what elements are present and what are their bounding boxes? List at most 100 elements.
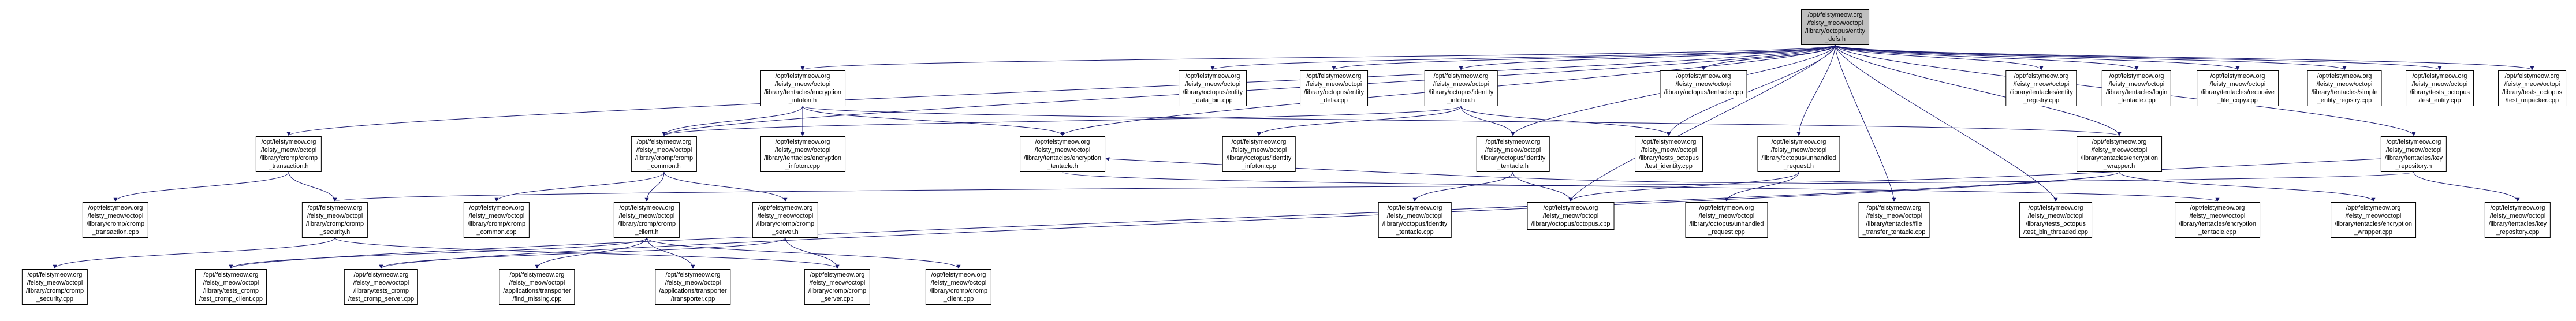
graph-node-identity-tentacle-cpp[interactable]: /opt/feistymeow.org/feisty_meow/octopi/l… xyxy=(1378,202,1452,238)
graph-node-identity-infoton-h[interactable]: /opt/feistymeow.org/feisty_meow/octopi/l… xyxy=(1424,70,1498,106)
graph-node-encryption-tentacle-cpp[interactable]: /opt/feistymeow.org/feisty_meow/octopi/l… xyxy=(2175,202,2260,238)
graph-node-cromp-transaction-cpp[interactable]: /opt/feistymeow.org/feisty_meow/octopi/l… xyxy=(82,202,149,238)
node-label-line: /test_identity.cpp xyxy=(1645,163,1693,170)
node-label-line: /library/tentacles/encryption xyxy=(2179,221,2256,227)
node-label-line: _infoton.h xyxy=(788,97,817,104)
graph-node-unhandled-request-h[interactable]: /opt/feistymeow.org/feisty_meow/octopi/l… xyxy=(1757,136,1840,172)
node-label-line: /opt/feistymeow.org xyxy=(27,271,83,278)
node-label-line: /opt/feistymeow.org xyxy=(1771,139,1826,145)
node-label-line: /feisty_meow/octopi xyxy=(2489,212,2546,219)
node-label-line: /feisty_meow/octopi xyxy=(2189,212,2246,219)
node-label-line: /feisty_meow/octopi xyxy=(665,279,721,286)
node-label-line: /feisty_meow/octopi xyxy=(1184,81,1241,88)
graph-node-cromp-server-h[interactable]: /opt/feistymeow.org/feisty_meow/octopi/l… xyxy=(752,202,819,238)
node-label-line: /opt/feistymeow.org xyxy=(2412,73,2467,80)
node-label-line: _tentacle.cpp xyxy=(2198,229,2236,236)
graph-node-login-tentacle-cpp[interactable]: /opt/feistymeow.org/feisty_meow/octopi/l… xyxy=(2101,70,2172,106)
node-label-line: /feisty_meow/octopi xyxy=(1770,147,1827,154)
graph-node-entity-data-bin-cpp[interactable]: /opt/feistymeow.org/feisty_meow/octopi/l… xyxy=(1179,70,1247,106)
node-label-line: /opt/feistymeow.org xyxy=(810,271,865,278)
node-label-line: /library/cromp/cromp xyxy=(617,221,676,227)
graph-node-encryption-infoton-h[interactable]: /opt/feistymeow.org/feisty_meow/octopi/l… xyxy=(760,70,845,106)
node-label-line: /opt/feistymeow.org xyxy=(307,204,363,211)
node-label-line: /library/tentacles/key xyxy=(2488,221,2547,227)
node-label-line: /feisty_meow/octopi xyxy=(2316,81,2373,88)
node-label-line: /opt/feistymeow.org xyxy=(931,271,986,278)
node-label-line: /library/octopus/identity xyxy=(1382,221,1448,227)
node-label-line: /feisty_meow/octopi xyxy=(2013,81,2070,88)
graph-node-cromp-security-cpp[interactable]: /opt/feistymeow.org/feisty_meow/octopi/l… xyxy=(21,269,88,305)
node-label-line: /applications/transporter xyxy=(659,288,727,294)
graph-node-transporter-cpp[interactable]: /opt/feistymeow.org/feisty_meow/octopi/a… xyxy=(655,269,731,305)
graph-node-cromp-client-cpp[interactable]: /opt/feistymeow.org/feisty_meow/octopi/l… xyxy=(925,269,992,305)
graph-node-encryption-wrapper-h[interactable]: /opt/feistymeow.org/feisty_meow/octopi/l… xyxy=(2077,136,2162,172)
graph-node-identity-tentacle-h[interactable]: /opt/feistymeow.org/feisty_meow/octopi/l… xyxy=(1476,136,1550,172)
node-label-line: /opt/feistymeow.org xyxy=(2490,204,2545,211)
graph-node-find-missing-cpp[interactable]: /opt/feistymeow.org/feisty_meow/octopi/a… xyxy=(499,269,575,305)
graph-node-cromp-common-cpp[interactable]: /opt/feistymeow.org/feisty_meow/octopi/l… xyxy=(463,202,530,238)
graph-node-unhandled-request-cpp[interactable]: /opt/feistymeow.org/feisty_meow/octopi/l… xyxy=(1685,202,1768,238)
node-label-line: /opt/feistymeow.org xyxy=(2092,139,2147,145)
node-label-line: /feisty_meow/octopi xyxy=(2504,81,2560,88)
node-label-line: /feisty_meow/octopi xyxy=(2209,81,2266,88)
graph-node-recursive-file-copy-cpp[interactable]: /opt/feistymeow.org/feisty_meow/octopi/l… xyxy=(2197,70,2279,106)
graph-node-encryption-tentacle-h[interactable]: /opt/feistymeow.org/feisty_meow/octopi/l… xyxy=(1020,136,1105,172)
graph-node-cromp-transaction-h[interactable]: /opt/feistymeow.org/feisty_meow/octopi/l… xyxy=(255,136,322,172)
graph-node-key-repository-h[interactable]: /opt/feistymeow.org/feisty_meow/octopi/l… xyxy=(2380,136,2447,172)
graph-node-entity-registry-cpp[interactable]: /opt/feistymeow.org/feisty_meow/octopi/l… xyxy=(2005,70,2077,106)
node-label-line: /library/tentacles/key xyxy=(2384,155,2443,162)
graph-node-test-identity-cpp[interactable]: /opt/feistymeow.org/feisty_meow/octopi/l… xyxy=(1635,136,1703,172)
node-label-line: /opt/feistymeow.org xyxy=(1231,139,1287,145)
node-label-line: /library/tentacles/encryption xyxy=(1024,155,1101,162)
graph-node-test-entity-cpp[interactable]: /opt/feistymeow.org/feisty_meow/octopi/l… xyxy=(2406,70,2474,106)
node-label-line: _repository.h xyxy=(2395,163,2432,170)
node-label-line: _tentacle.h xyxy=(1497,163,1529,170)
node-label-line: /opt/feistymeow.org xyxy=(2190,204,2245,211)
graph-node-entity-defs-h[interactable]: /opt/feistymeow.org/feisty_meow/octopi/l… xyxy=(1801,9,1869,45)
node-label-line: /library/cromp/cromp xyxy=(635,155,694,162)
node-label-line: /opt/feistymeow.org xyxy=(2210,73,2265,80)
graph-node-file-transfer-tentacle-cpp[interactable]: /opt/feistymeow.org/feisty_meow/octopi/l… xyxy=(1858,202,1930,238)
graph-node-test-cromp-server-cpp[interactable]: /opt/feistymeow.org/feisty_meow/octopi/l… xyxy=(344,269,419,305)
node-label-line: /library/tests_octopus xyxy=(1639,155,1699,162)
node-label-line: /feisty_meow/octopi xyxy=(1542,212,1599,219)
graph-node-key-repository-cpp[interactable]: /opt/feistymeow.org/feisty_meow/octopi/l… xyxy=(2484,202,2551,238)
graph-node-cromp-client-h[interactable]: /opt/feistymeow.org/feisty_meow/octopi/l… xyxy=(613,202,680,238)
node-label-line: /library/tests_cromp xyxy=(203,288,259,294)
graph-node-entity-defs-cpp[interactable]: /opt/feistymeow.org/feisty_meow/octopi/l… xyxy=(1300,70,1368,106)
node-label-line: /feisty_meow/octopi xyxy=(509,279,565,286)
node-label-line: /library/tentacles/recursive xyxy=(2201,89,2275,96)
graph-node-cromp-server-cpp[interactable]: /opt/feistymeow.org/feisty_meow/octopi/l… xyxy=(804,269,871,305)
node-label-line: /feisty_meow/octopi xyxy=(2091,147,2148,154)
node-label-line: /opt/feistymeow.org xyxy=(2028,204,2083,211)
graph-node-encryption-infoton-cpp[interactable]: /opt/feistymeow.org/feisty_meow/octopi/l… xyxy=(760,136,845,172)
node-label-line: _infoton.cpp xyxy=(785,163,820,170)
graph-node-simple-entity-registry-cpp[interactable]: /opt/feistymeow.org/feisty_meow/octopi/l… xyxy=(2307,70,2382,106)
node-label-line: /feisty_meow/octopi xyxy=(1386,212,1443,219)
node-label-line: /opt/feistymeow.org xyxy=(1543,204,1598,211)
graph-node-cromp-security-h[interactable]: /opt/feistymeow.org/feisty_meow/octopi/l… xyxy=(301,202,368,238)
graph-node-encryption-wrapper-cpp[interactable]: /opt/feistymeow.org/feisty_meow/octopi/l… xyxy=(2331,202,2416,238)
node-label-line: /opt/feistymeow.org xyxy=(1866,204,1922,211)
graph-node-test-bin-threaded-cpp[interactable]: /opt/feistymeow.org/feisty_meow/octopi/l… xyxy=(2019,202,2092,238)
node-label-line: _client.h xyxy=(635,229,659,236)
graph-node-cromp-common-h[interactable]: /opt/feistymeow.org/feisty_meow/octopi/l… xyxy=(631,136,698,172)
node-label-line: /feisty_meow/octopi xyxy=(1641,147,1697,154)
graph-node-test-cromp-client-cpp[interactable]: /opt/feistymeow.org/feisty_meow/octopi/l… xyxy=(195,269,267,305)
node-label-line: /opt/feistymeow.org xyxy=(619,204,674,211)
node-label-line: /feisty_meow/octopi xyxy=(260,147,317,154)
node-label-line: _server.h xyxy=(772,229,799,236)
node-label-line: /opt/feistymeow.org xyxy=(88,204,143,211)
node-label-line: /opt/feistymeow.org xyxy=(775,139,830,145)
node-label-line: /library/octopus/identity xyxy=(1428,89,1494,96)
graph-node-identity-infoton-cpp[interactable]: /opt/feistymeow.org/feisty_meow/octopi/l… xyxy=(1222,136,1296,172)
node-label-line: /feisty_meow/octopi xyxy=(618,212,675,219)
node-label-line: _defs.cpp xyxy=(1320,97,1348,104)
graph-node-octopus-cpp[interactable]: /opt/feistymeow.org/feisty_meow/octopi/l… xyxy=(1527,202,1615,230)
graph-node-test-unpacker-cpp[interactable]: /opt/feistymeow.org/feisty_meow/octopi/l… xyxy=(2498,70,2566,106)
node-label-line: _defs.h xyxy=(1824,36,1846,43)
node-label-line: /library/tentacles/encryption xyxy=(764,89,841,96)
graph-node-tentacle-cpp[interactable]: /opt/feistymeow.org/feisty_meow/octopi/l… xyxy=(1660,70,1747,98)
node-label-line: /library/octopus/unhandled xyxy=(1761,155,1836,162)
node-label-line: /opt/feistymeow.org xyxy=(2014,73,2069,80)
